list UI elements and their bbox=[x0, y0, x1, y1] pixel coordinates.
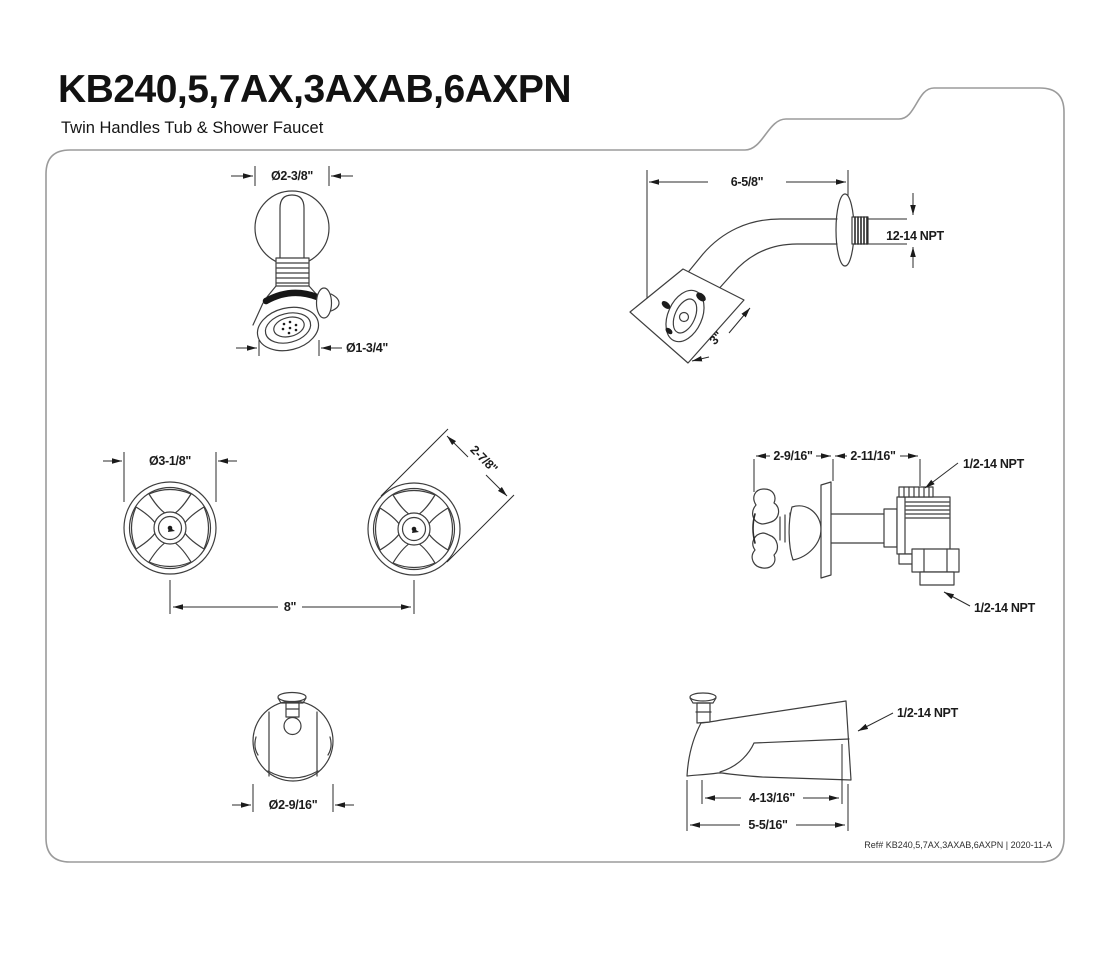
dim-label-head-diameter: Ø1-3/4" bbox=[346, 341, 388, 355]
valve-handle-edge bbox=[752, 513, 756, 544]
dim-valve-body-depth: 2-11/16" bbox=[835, 449, 918, 463]
dim-label-spout-diameter: Ø2-9/16" bbox=[269, 798, 318, 812]
dim-handle-projection: 2-9/16" bbox=[756, 449, 831, 463]
valve-escutcheon bbox=[820, 481, 832, 579]
dim-label-handle-diameter: Ø3-1/8" bbox=[149, 454, 191, 468]
dim-spout-diameter: Ø2-9/16" bbox=[232, 784, 354, 812]
dim-label-arm-length: 6-5/8" bbox=[731, 175, 764, 189]
valve-stem bbox=[830, 513, 885, 544]
spout-front-sides bbox=[268, 711, 318, 777]
valve-bell-cap bbox=[788, 505, 822, 561]
head-face-center bbox=[678, 311, 690, 323]
dim-label-handle-spacing: 8" bbox=[284, 600, 297, 614]
thread-lines bbox=[275, 262, 310, 284]
page-title: KB240,5,7AX,3AXAB,6AXPN bbox=[58, 68, 572, 111]
diverter-cap bbox=[277, 691, 307, 703]
head-face-inner bbox=[273, 316, 305, 338]
diverter-ball bbox=[283, 716, 302, 736]
shower-arm-tube bbox=[279, 194, 305, 262]
head-face-outer bbox=[256, 306, 320, 352]
valve-bottom-port bbox=[919, 571, 955, 586]
dim-head-diameter: Ø1-3/4" bbox=[236, 340, 389, 356]
callout-top-port-thread: 1/2-14 NPT bbox=[924, 457, 1025, 489]
view-shower-arm-side: 6-5/8" 12-14 NPT bbox=[629, 170, 945, 364]
valve-handle-top-lobe bbox=[752, 488, 780, 525]
page-subtitle: Twin Handles Tub & Shower Faucet bbox=[61, 119, 324, 137]
dim-label-spout-reach: 4-13/16" bbox=[749, 791, 795, 805]
dim-label-flange-diameter: Ø2-3/8" bbox=[271, 169, 313, 183]
dim-spout-reach: 4-13/16" bbox=[705, 791, 839, 805]
valve-bottom-hex bbox=[911, 548, 960, 573]
cross-handle-left bbox=[123, 481, 217, 575]
head-face-mid bbox=[264, 312, 312, 344]
dim-arm-length: 6-5/8" bbox=[649, 175, 846, 189]
valve-top-port bbox=[898, 486, 934, 498]
extension-lines bbox=[646, 170, 849, 318]
cross-handle-right bbox=[367, 482, 461, 576]
extension-lines bbox=[686, 744, 849, 831]
shower-arm-threads bbox=[275, 257, 310, 287]
arm-lower-line bbox=[715, 243, 838, 293]
label-inlet-thread: 1/2-14 NPT bbox=[897, 706, 959, 720]
dim-label-valve-body-depth: 2-11/16" bbox=[850, 449, 896, 463]
hex-facets bbox=[923, 548, 948, 573]
extension-lines bbox=[753, 459, 921, 492]
nipple-threads bbox=[854, 216, 868, 245]
thread-extent-lines bbox=[868, 218, 907, 245]
arm-wall-flange bbox=[835, 193, 855, 267]
spout-wings bbox=[254, 736, 332, 756]
valve-bottom-step bbox=[898, 553, 914, 565]
callout-bottom-port-thread: 1/2-14 NPT bbox=[943, 591, 1036, 615]
head-adjust-knob bbox=[315, 287, 333, 319]
view-handles-front: Ø3-1/8" 2-7/8" 8" bbox=[103, 428, 515, 614]
spout-underside-line bbox=[719, 738, 850, 773]
spout-diverter-stem bbox=[696, 702, 711, 724]
label-top-port-thread: 1/2-14 NPT bbox=[963, 457, 1025, 471]
dim-overall-length: 5-5/16" bbox=[690, 818, 845, 832]
head-face-oval-inner bbox=[672, 298, 698, 334]
knob-cap bbox=[330, 293, 340, 312]
valve-collar bbox=[883, 508, 898, 548]
view-tub-spout-side: 1/2-14 NPT 4-13/16" 5-5/16" bbox=[686, 692, 959, 832]
spray-holes bbox=[281, 320, 298, 335]
view-valve-side: 2-9/16" 2-11/16" bbox=[751, 449, 1036, 615]
valve-handle-bottom-lobe bbox=[751, 532, 779, 569]
head-face-oval bbox=[665, 289, 705, 343]
sheet-border bbox=[45, 87, 1065, 863]
dim-label-handle-diagonal: 2-7/8" bbox=[467, 443, 500, 476]
dim-handle-spacing: 8" bbox=[169, 580, 415, 614]
spout-cap-base bbox=[689, 697, 717, 704]
arm-upper-line bbox=[684, 218, 838, 277]
dim-handle-diameter: Ø3-1/8" bbox=[103, 452, 237, 502]
label-bottom-port-thread: 1/2-14 NPT bbox=[974, 601, 1036, 615]
dim-flange-diameter: Ø2-3/8" bbox=[231, 166, 353, 186]
spout-side-body bbox=[686, 700, 852, 781]
dim-label-overall-length: 5-5/16" bbox=[748, 818, 788, 832]
cap-base bbox=[277, 697, 307, 704]
footer-reference-text: Ref# KB240,5,7AX,3AXAB,6AXPN | 2020-11-A bbox=[864, 840, 1052, 850]
head-dark-band bbox=[262, 289, 321, 305]
view-tub-spout-front: Ø2-9/16" bbox=[232, 691, 354, 812]
handle-adapter-rings bbox=[779, 512, 791, 545]
shower-head-diamond bbox=[629, 268, 745, 364]
dim-wall-thread: 12-14 NPT bbox=[886, 193, 945, 268]
callout-inlet-thread: 1/2-14 NPT bbox=[857, 706, 959, 732]
spout-outlet-arc bbox=[267, 770, 319, 779]
spout-diverter-cap bbox=[689, 692, 717, 702]
dim-label-handle-projection: 2-9/16" bbox=[773, 449, 813, 463]
view-shower-head-front: Ø2-3/8" Ø1-3/4" bbox=[231, 166, 389, 356]
dim-label-wall-thread: 12-14 NPT bbox=[886, 229, 944, 243]
valve-body-threads bbox=[905, 501, 950, 519]
top-port-threads bbox=[903, 486, 930, 498]
head-face-shadows bbox=[661, 292, 706, 335]
